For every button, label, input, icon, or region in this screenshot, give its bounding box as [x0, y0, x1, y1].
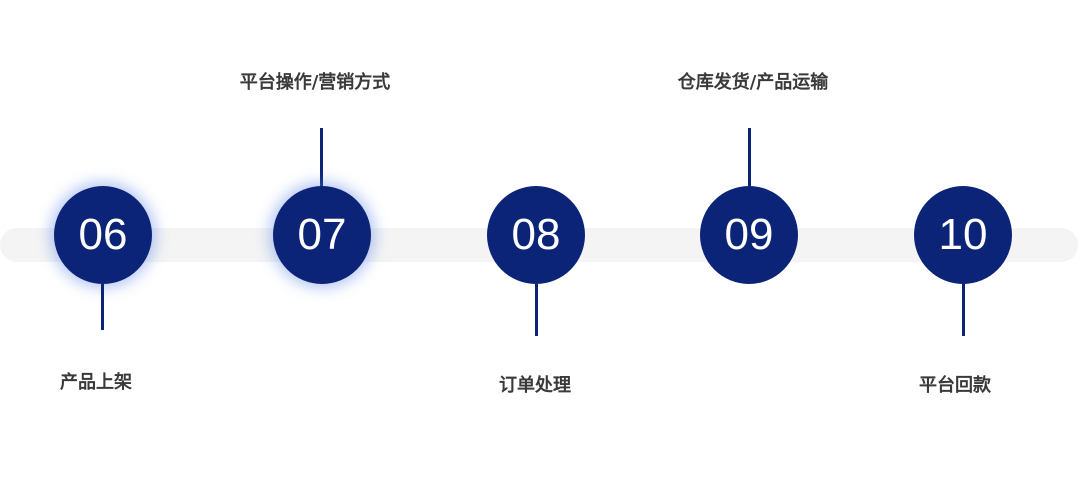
- step-number-circle: 08: [487, 186, 585, 284]
- step-connector-line: [962, 284, 965, 336]
- step-number-circle: 06: [54, 186, 152, 284]
- step-connector-line: [101, 284, 104, 330]
- step-connector-line: [320, 128, 323, 188]
- step-connector-line: [535, 284, 538, 336]
- step-label: 平台回款: [919, 375, 991, 396]
- step-number-circle: 07: [273, 186, 371, 284]
- step-label: 产品上架: [60, 372, 132, 393]
- step-label: 平台操作/营销方式: [239, 72, 391, 93]
- step-connector-line: [748, 128, 751, 188]
- step-label: 仓库发货/产品运输: [677, 72, 829, 93]
- step-number-circle: 09: [700, 186, 798, 284]
- step-label: 订单处理: [499, 375, 571, 396]
- step-number-circle: 10: [914, 186, 1012, 284]
